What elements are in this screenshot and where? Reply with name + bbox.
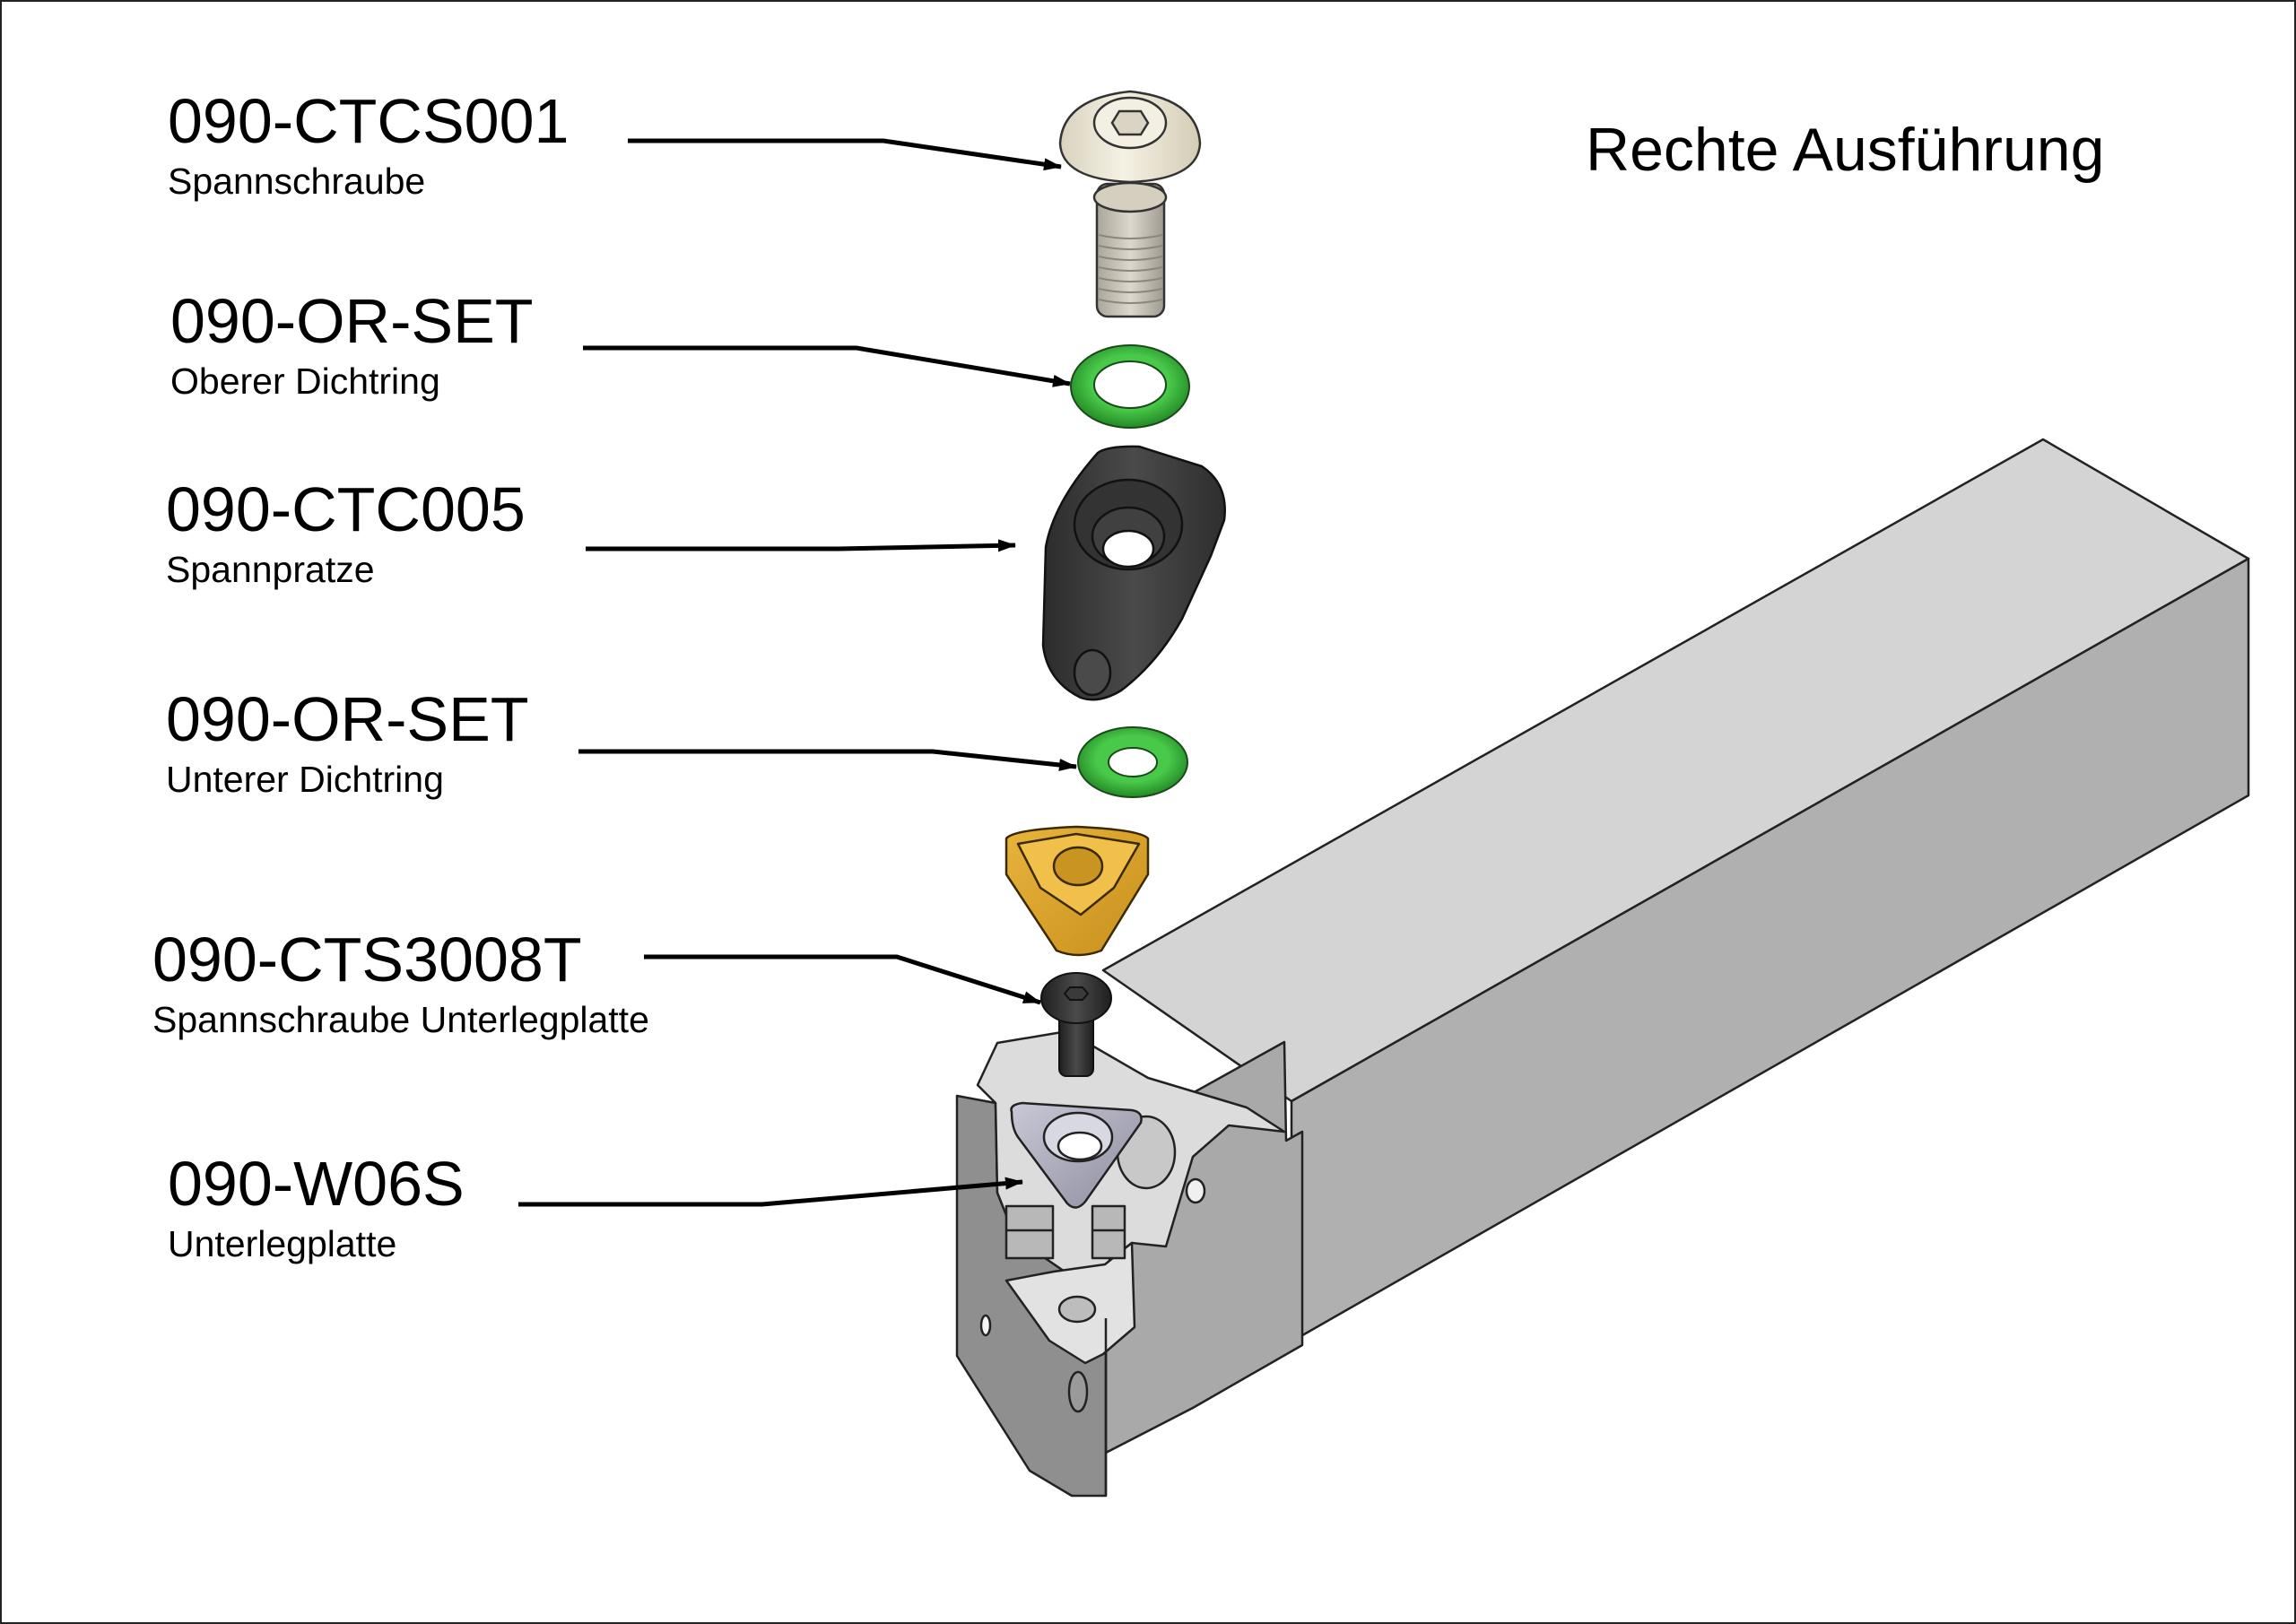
leader-090-OR-SET-upper — [583, 345, 1071, 387]
callout-090-OR-SET-upper: 090-OR-SET Oberer Dichtring — [170, 290, 534, 400]
hex-socket-icon — [1110, 109, 1150, 136]
coolant-hole-large — [1067, 1370, 1089, 1413]
clamp-bore-hole — [1101, 529, 1155, 569]
drawing-title: Rechte Ausführung — [1586, 116, 2105, 184]
part-description: Unterer Dichtring — [166, 759, 444, 800]
pocket-notch-right — [1091, 1204, 1126, 1260]
lower-o-ring-inner — [1108, 747, 1158, 777]
callout-leaders — [518, 138, 1077, 1207]
callout-090-CTC005: 090-CTC005 Spannpratze — [166, 478, 526, 588]
cutting-insert — [1004, 825, 1150, 957]
upper-o-ring — [1070, 344, 1190, 429]
callout-090-OR-SET-lower: 090-OR-SET Unterer Dichtring — [166, 688, 529, 798]
lower-threaded-hole — [1057, 1295, 1097, 1324]
part-description: Spannschraube Unterlegplatte — [152, 999, 649, 1040]
clamp-screw-collar — [1092, 181, 1168, 213]
part-description: Oberer Dichtring — [170, 360, 440, 402]
upper-o-ring-inner — [1093, 360, 1167, 409]
coolant-hole-small — [979, 1314, 992, 1337]
part-number: 090-OR-SET — [166, 684, 529, 754]
tool-holder — [955, 438, 2250, 1498]
callout-090-CTCS001: 090-CTCS001 Spannschraube — [168, 90, 569, 200]
leader-090-OR-SET-lower — [578, 749, 1077, 771]
clamp — [1041, 445, 1226, 701]
lower-o-ring — [1077, 726, 1188, 798]
leader-090-W06S — [518, 1177, 1023, 1207]
side-hole-right — [1185, 1177, 1206, 1204]
hex-socket-icon — [1063, 986, 1090, 1001]
leader-090-CTS3008T — [644, 954, 1041, 1005]
part-number: 090-CTC005 — [166, 474, 526, 544]
shim-screw — [1040, 972, 1112, 1077]
callout-090-W06S: 090-W06S Unterlegplatte — [168, 1152, 465, 1263]
leader-090-CTC005 — [586, 539, 1016, 552]
leader-090-CTCS001 — [628, 138, 1062, 171]
part-number: 090-CTCS001 — [168, 86, 570, 156]
shim-bore-inner — [1057, 1131, 1103, 1161]
part-number: 090-OR-SET — [170, 286, 534, 356]
pocket-notch-left — [1004, 1204, 1055, 1260]
insert-bore — [1052, 846, 1104, 887]
part-number: 090-CTS3008T — [152, 925, 582, 994]
clamp-screw — [1058, 90, 1202, 318]
part-description: Unterlegplatte — [168, 1223, 397, 1264]
shim — [1010, 1101, 1143, 1209]
clamp-nose — [1073, 648, 1112, 697]
part-description: Spannpratze — [166, 549, 375, 590]
part-number: 090-W06S — [168, 1149, 465, 1219]
part-description: Spannschraube — [168, 161, 426, 202]
callout-090-CTS3008T: 090-CTS3008T Spannschraube Unterlegplatt… — [152, 928, 649, 1038]
